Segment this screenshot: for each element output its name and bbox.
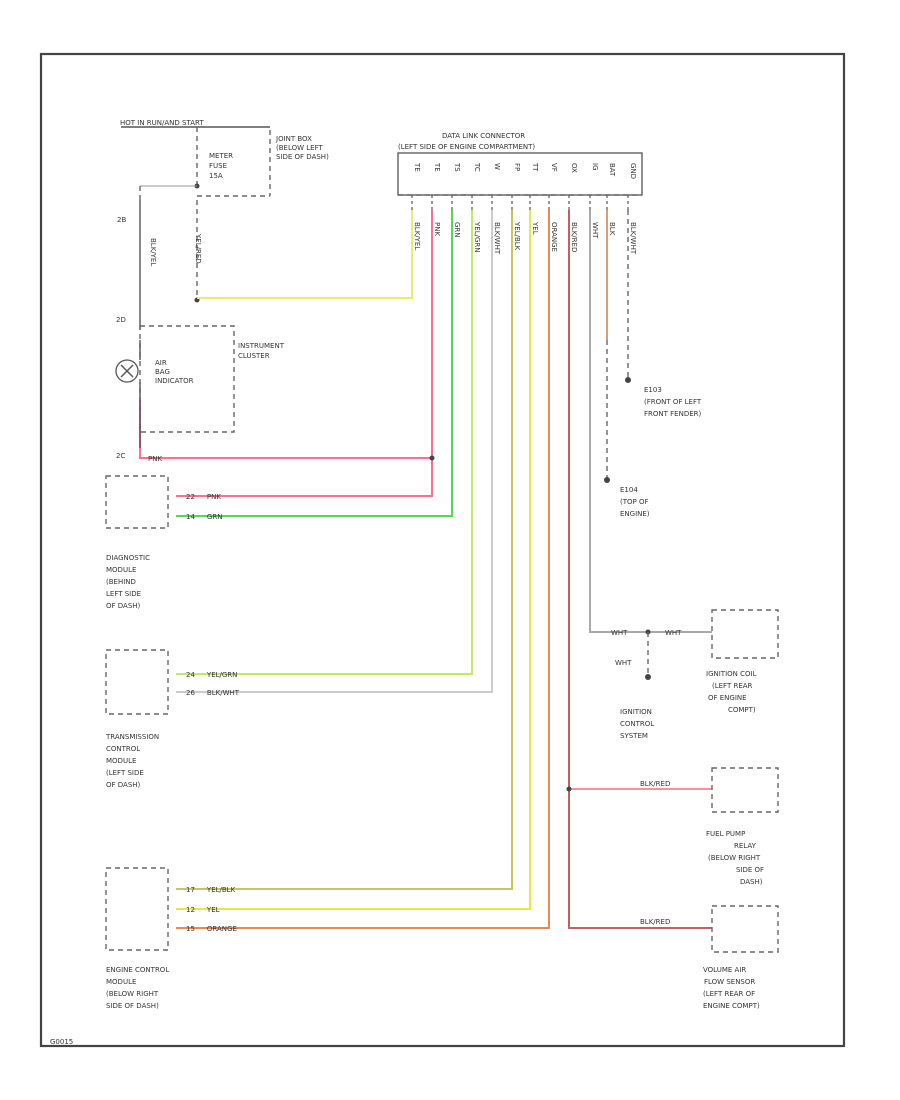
dlc-wire-tag: BLK/RED	[570, 222, 578, 252]
dlc-pin-label: BAT	[608, 163, 616, 177]
dlc-pin-labels: TE TE TS TC W FP TT VF OX IG BAT GND	[411, 162, 637, 212]
ground-e104-node	[604, 477, 610, 483]
footer-code: G0015	[50, 1038, 73, 1046]
wire-orange	[176, 210, 550, 929]
meter-fuse-label: METER FUSE 15A	[209, 152, 235, 180]
dlc-wire-tag: GRN	[453, 222, 461, 238]
data-link-connector: DATA LINK CONNECTOR (LEFT SIDE OF ENGINE…	[397, 132, 643, 212]
wire-yel	[176, 210, 531, 910]
dlc-wire-tag: YEL	[531, 221, 539, 235]
ecm-module-label: ENGINE CONTROL MODULE (BELOW RIGHT SIDE …	[106, 966, 171, 1010]
wire-pink-diag	[176, 458, 433, 497]
power-feed: HOT IN RUN/AND START JOINT BOX (BELOW LE…	[117, 119, 329, 330]
dlc-pin-label: GND	[629, 163, 637, 179]
wht-tag-2: WHT	[665, 629, 682, 637]
dlc-wire-tag: YEL/BLK	[513, 221, 521, 251]
dlc-wire-tag: BLK/YEL	[413, 222, 421, 250]
ignition-coil-label: IGNITION COIL (LEFT REAR OF ENGINE COMPT…	[706, 670, 759, 714]
wire-yel-blk	[176, 210, 513, 890]
vaf-sensor-label: VOLUME AIR FLOW SENSOR (LEFT REAR OF ENG…	[703, 966, 760, 1010]
wire-wht	[589, 210, 712, 633]
pink-tag: PNK	[148, 455, 162, 463]
ground-e103-label: E103 (FRONT OF LEFT FRONT FENDER)	[644, 386, 703, 418]
dlc-wire-tag: BLK/WHT	[629, 222, 637, 255]
ignition-section: WHT WHT WHT IGNITION COIL (LEFT REAR OF …	[611, 609, 779, 740]
dlc-pin-label: OX	[570, 163, 578, 173]
pin-2c: 2C	[116, 452, 125, 460]
dlc-wire-tag: BLK/WHT	[493, 222, 501, 255]
dlc-wire-tag: PNK	[433, 222, 441, 236]
wht-tag-1: WHT	[611, 629, 628, 637]
hot-label: HOT IN RUN/AND START	[120, 119, 204, 127]
blk-red-tag-1: BLK/RED	[640, 780, 670, 788]
wire-tag-blk-yel: BLK/YEL	[149, 238, 157, 266]
blk-red-tag-2: BLK/RED	[640, 918, 670, 926]
ignition-ctrl-label: IGNITION CONTROL SYSTEM	[620, 708, 656, 740]
dlc-wire-tag: BLK	[608, 222, 616, 236]
wht-tag-3: WHT	[615, 659, 632, 667]
air-bag-label: AIR BAG INDICATOR	[155, 359, 194, 385]
dlc-pin-label: VF	[550, 163, 558, 172]
dlc-wire-tags: BLK/YEL PNK GRN YEL/GRN BLK/WHT YEL/BLK YEL ORA…	[413, 221, 637, 255]
dlc-wire-tag: ORANGE	[550, 222, 558, 252]
dlc-pin-label: TS	[453, 162, 461, 172]
dlc-pin-label: TT	[531, 162, 539, 172]
diagram-frame	[39, 52, 846, 1048]
pink-splice	[429, 455, 435, 461]
wire-pink	[139, 210, 433, 459]
wire-blk-wht	[176, 210, 493, 693]
ground-e104-label: E104 (TOP OF ENGINE)	[620, 486, 651, 518]
dlc-pin-label: W	[493, 163, 501, 170]
ignition-ctrl-node	[645, 674, 651, 680]
dlc-pin-label: TE	[413, 162, 421, 172]
wire-paths	[139, 210, 712, 929]
relay-section: BLK/RED FUEL PUMP RELAY (BELOW RIGHT SID…	[640, 767, 779, 1010]
dlc-pin-label: TE	[433, 162, 441, 172]
wire-blk-red	[568, 210, 712, 929]
splice-relay	[566, 786, 572, 792]
instrument-cluster: 2D 2C AIR BAG INDICATOR INSTRUMENT CLUST…	[115, 316, 286, 463]
wire-green	[176, 210, 453, 517]
fuse-wire-tag: YEL/RED	[194, 233, 202, 264]
fuel-pump-relay-label: FUEL PUMP RELAY (BELOW RIGHT SIDE OF DAS…	[706, 830, 766, 886]
trans-module-label: TRANSMISSION CONTROL MODULE (LEFT SIDE O…	[105, 733, 161, 789]
dlc-pin-label: TC	[473, 162, 481, 172]
pin-2b-label: 2B	[117, 216, 126, 224]
dlc-title: DATA LINK CONNECTOR (LEFT SIDE OF ENGINE…	[398, 132, 535, 151]
dlc-wire-tag: YEL/GRN	[473, 221, 481, 252]
joint-box-label: JOINT BOX (BELOW LEFT SIDE OF DASH)	[275, 135, 329, 161]
dlc-wire-tag: WHT	[591, 222, 599, 239]
dlc-pin-label: FP	[513, 163, 521, 171]
dlc-body	[397, 152, 643, 196]
diag-module-label: DIAGNOSTIC MODULE (BEHIND LEFT SIDE OF D…	[106, 554, 152, 610]
wire-yel-grn	[176, 210, 473, 675]
wire-yel-red	[197, 210, 413, 299]
ground-e103-node	[625, 377, 631, 383]
pin-2d: 2D	[116, 316, 126, 324]
dlc-pin-label: IG	[591, 163, 599, 171]
instrument-cluster-label: INSTRUMENT CLUSTER	[238, 342, 286, 360]
grounds: E103 (FRONT OF LEFT FRONT FENDER) E104 (…	[620, 386, 703, 518]
